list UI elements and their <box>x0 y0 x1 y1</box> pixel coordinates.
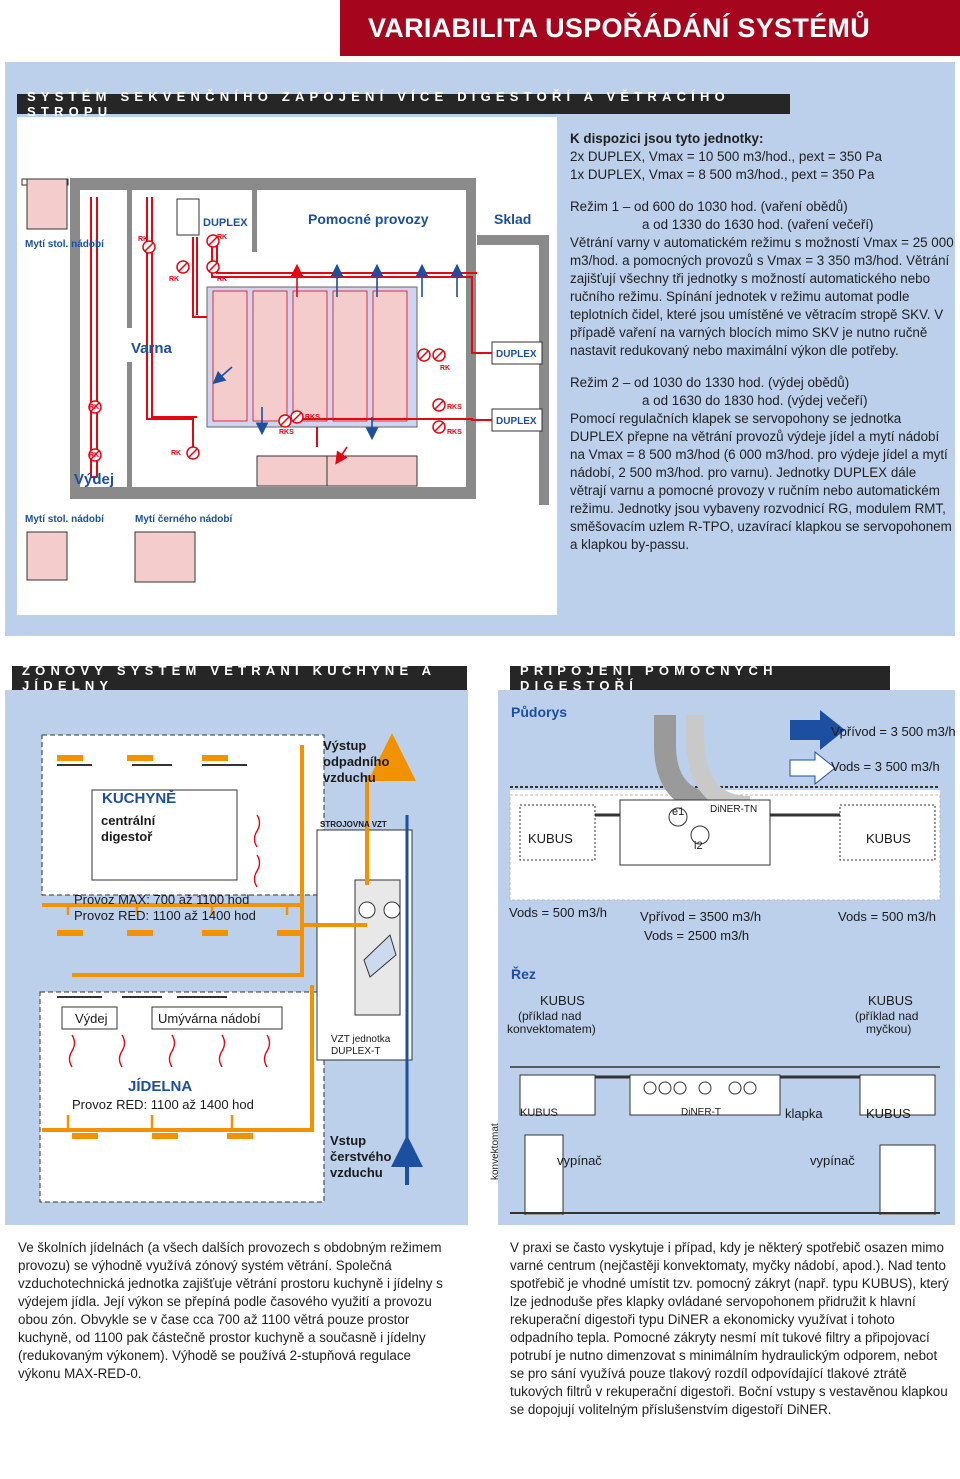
vstup-3: vzduchu <box>330 1165 383 1180</box>
kubus-left: KUBUS <box>528 831 573 846</box>
centralni-label: centrální <box>101 813 156 828</box>
section1-title: SYSTÉM SEKVENČNÍHO ZAPOJENÍ VÍCE DIGESTO… <box>17 89 790 119</box>
i2-label: i2 <box>694 840 703 852</box>
label-rks: RKS <box>305 414 320 421</box>
rez-label: Řez <box>511 966 536 982</box>
label-rk: RK <box>138 236 148 243</box>
digestor-label: digestoř <box>101 829 153 844</box>
vypinac-2: vypínač <box>810 1153 855 1168</box>
vystup-2: odpadního <box>323 754 390 769</box>
section2-title: ZÓNOVÝ SYSTÉM VĚTRÁNÍ KUCHYNĚ A JÍDELNY <box>12 663 467 693</box>
label-vydej: Výdej <box>74 471 114 488</box>
umyvarna-label: Umývárna nádobí <box>158 1011 261 1026</box>
konvektomat-label: konvektomat <box>490 1123 501 1180</box>
kubus-konv: KUBUS <box>540 993 585 1008</box>
priklad-myc-2: myčkou) <box>866 1022 912 1036</box>
section1-text: K dispozici jsou tyto jednotky: 2x DUPLE… <box>570 130 955 554</box>
kubus-s2: KUBUS <box>866 1106 911 1121</box>
unit-2: 1x DUPLEX, Vmax = 8 500 m3/hod., pext = … <box>570 167 875 182</box>
label-rk: RK <box>217 234 227 241</box>
jidelna-label: JÍDELNA <box>128 1078 193 1095</box>
v-ods-left: Vods = 500 m3/h <box>509 905 607 920</box>
label-rk: RK <box>89 452 99 459</box>
section2-text: Ve školních jídelnách (a všech dalších p… <box>18 1240 443 1381</box>
label-rks: RKS <box>447 404 462 411</box>
label-duplex-2: DUPLEX <box>496 416 537 427</box>
priklad-myc-1: (příklad nad <box>855 1009 919 1023</box>
vstup-1: Vstup <box>330 1133 367 1148</box>
label-rks: RKS <box>447 429 462 436</box>
unit-1: 2x DUPLEX, Vmax = 10 500 m3/hod., pext =… <box>570 149 882 164</box>
diner-t: DiNER-T <box>681 1107 721 1118</box>
label-rk: RK <box>171 450 181 457</box>
diner-tn: DiNER-TN <box>710 804 758 815</box>
e1-label: e1 <box>672 806 685 818</box>
label-rk: RK <box>440 365 450 372</box>
jidelna-provoz: Provoz RED: 1100 až 1400 hod <box>72 1097 254 1112</box>
rezim2-line1: Režim 2 – od 1030 do 1330 hod. (výdej ob… <box>570 375 850 390</box>
units-heading: K dispozici jsou tyto jednotky: <box>570 131 764 146</box>
vzt-label-1: VZT jednotka <box>331 1034 391 1045</box>
label-sklad: Sklad <box>494 211 531 227</box>
section3-panel <box>498 690 955 1225</box>
label-rks: RKS <box>279 429 294 436</box>
kubus-right: KUBUS <box>866 831 911 846</box>
section3-title: PŘIPOJENÍ POMOCNÝCH DIGESTOŘÍ <box>510 663 890 693</box>
rezim2-line2: a od 1630 do 1830 hod. (výdej večeří) <box>642 393 868 408</box>
vypinac-1: vypínač <box>557 1153 602 1168</box>
rezim1-line2: a od 1330 do 1630 hod. (vaření večeří) <box>642 217 874 232</box>
label-duplex-1: DUPLEX <box>496 349 537 360</box>
pudorys-label: Půdorys <box>511 704 568 720</box>
vydej-label: Výdej <box>75 1011 108 1026</box>
label-myti-stol-top: Mytí stol. nádobí <box>25 239 105 250</box>
v-privod-mid: Vpřívod = 3500 m3/h <box>640 909 762 924</box>
v-privod-top: Vpřívod = 3 500 m3/h <box>831 724 956 739</box>
rezim1-line1: Režim 1 – od 600 do 1030 hod. (vaření ob… <box>570 199 848 214</box>
section3-text: V praxi se často vyskytuje i případ, kdy… <box>510 1240 949 1417</box>
strojovna-label: STROJOVNA VZT <box>320 820 387 829</box>
kubus-s1: KUBUS <box>520 1107 558 1119</box>
kuchyne-label: KUCHYNĚ <box>102 790 177 807</box>
rezim2-text: Pomocí regulačních klapek se servopohony… <box>570 411 952 552</box>
v-ods-right: Vods = 500 m3/h <box>838 909 936 924</box>
vystup-3: vzduchu <box>323 770 376 785</box>
kubus-myc: KUBUS <box>868 993 913 1008</box>
v-ods-mid: Vods = 2500 m3/h <box>644 928 750 943</box>
section1-floor-plan: Mytí stol. nádobí Mytí stol. nádobí Mytí… <box>17 117 557 615</box>
vystup-1: Výstup <box>323 738 367 753</box>
section2-diagram <box>39 733 423 1203</box>
label-varna: Varna <box>131 340 173 357</box>
label-duplex-top: DUPLEX <box>203 217 248 229</box>
label-rk: RK <box>169 276 179 283</box>
klapka-label: klapka <box>785 1106 823 1121</box>
label-pomocne: Pomocné provozy <box>308 211 429 227</box>
label-myti-stol-bottom: Mytí stol. nádobí <box>25 514 105 525</box>
vstup-2: čerstvého <box>330 1149 392 1164</box>
priklad-konv-1: (příklad nad <box>518 1009 582 1023</box>
priklad-konv-2: konvektomatem) <box>507 1022 596 1036</box>
v-ods-top: Vods = 3 500 m3/h <box>831 759 940 774</box>
section3-diagram <box>509 710 941 1215</box>
label-myti-cerneho: Mytí černého nádobí <box>135 514 233 525</box>
vzt-label-2: DUPLEX-T <box>331 1046 381 1057</box>
label-rk: RK <box>217 276 227 283</box>
provoz-max: Provoz MAX: 700 až 1100 hod <box>74 892 250 907</box>
provoz-red: Provoz RED: 1100 až 1400 hod <box>74 908 256 923</box>
rezim1-text: Větrání varny v automatickém režimu s mo… <box>570 235 954 358</box>
label-rk: RK <box>89 404 99 411</box>
page-title: VARIABILITA USPOŘÁDÁNÍ SYSTÉMŮ <box>340 0 960 56</box>
